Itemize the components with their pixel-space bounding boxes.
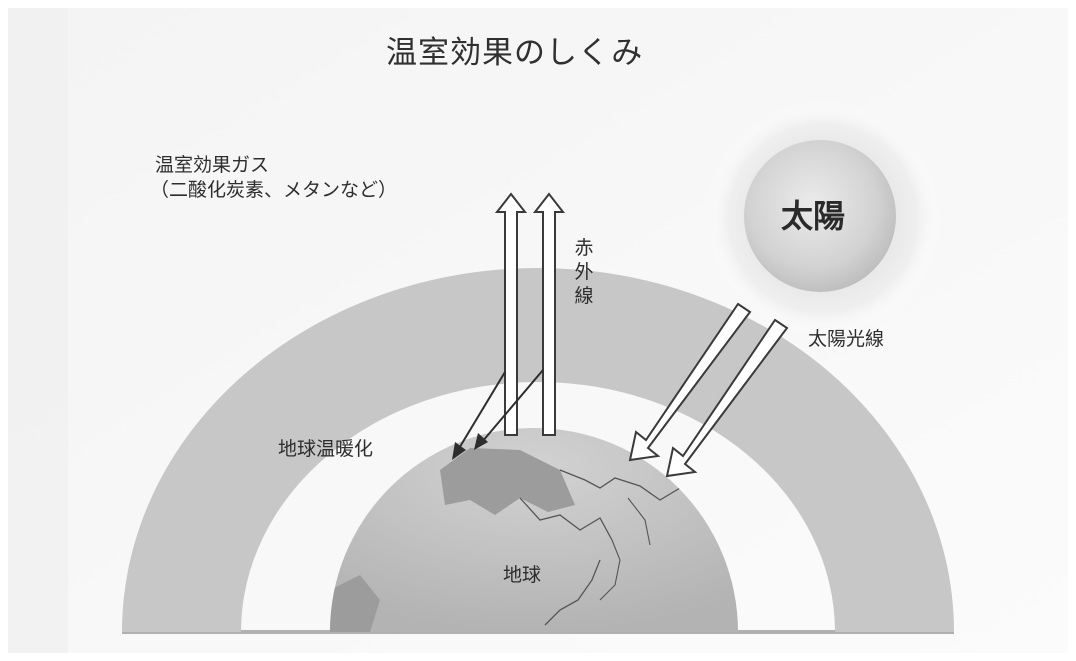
earth — [330, 428, 738, 632]
greenhouse-gas-examples: （二酸化炭素、メタンなど） — [150, 179, 398, 201]
global-warming-label: 地球温暖化 — [278, 438, 374, 460]
sunlight-arrow-right — [665, 318, 789, 478]
border-line-middle — [519, 497, 613, 541]
infrared-arrow-left — [494, 192, 528, 436]
infrared-arrow-right — [532, 192, 566, 436]
sun — [744, 140, 896, 292]
coastline-east — [599, 539, 621, 601]
earth-label: 地球 — [503, 564, 542, 586]
sun-label: 太陽 — [781, 197, 846, 235]
earth-landmasses — [330, 448, 681, 632]
coastline-japan — [544, 559, 601, 626]
reflected-arrowhead-right — [474, 433, 488, 450]
infrared-label: 赤外線 — [574, 237, 594, 307]
sunlight-arrow-left — [628, 302, 752, 462]
coastline-northeast — [627, 497, 651, 546]
greenhouse-gas-label: 温室効果ガス — [155, 154, 270, 176]
reflected-arrowhead-left — [452, 442, 466, 460]
reflected-arrow-left — [457, 371, 506, 451]
reflected-arrow-right — [481, 369, 544, 443]
continent-shape — [440, 448, 575, 515]
atmosphere-band — [122, 268, 954, 632]
continent-shape-southwest — [330, 575, 380, 632]
diagram-title: 温室効果のしくみ — [386, 35, 644, 71]
border-line-north — [559, 469, 681, 501]
paper-edge-texture — [8, 8, 68, 653]
sunlight-label: 太陽光線 — [808, 328, 885, 350]
